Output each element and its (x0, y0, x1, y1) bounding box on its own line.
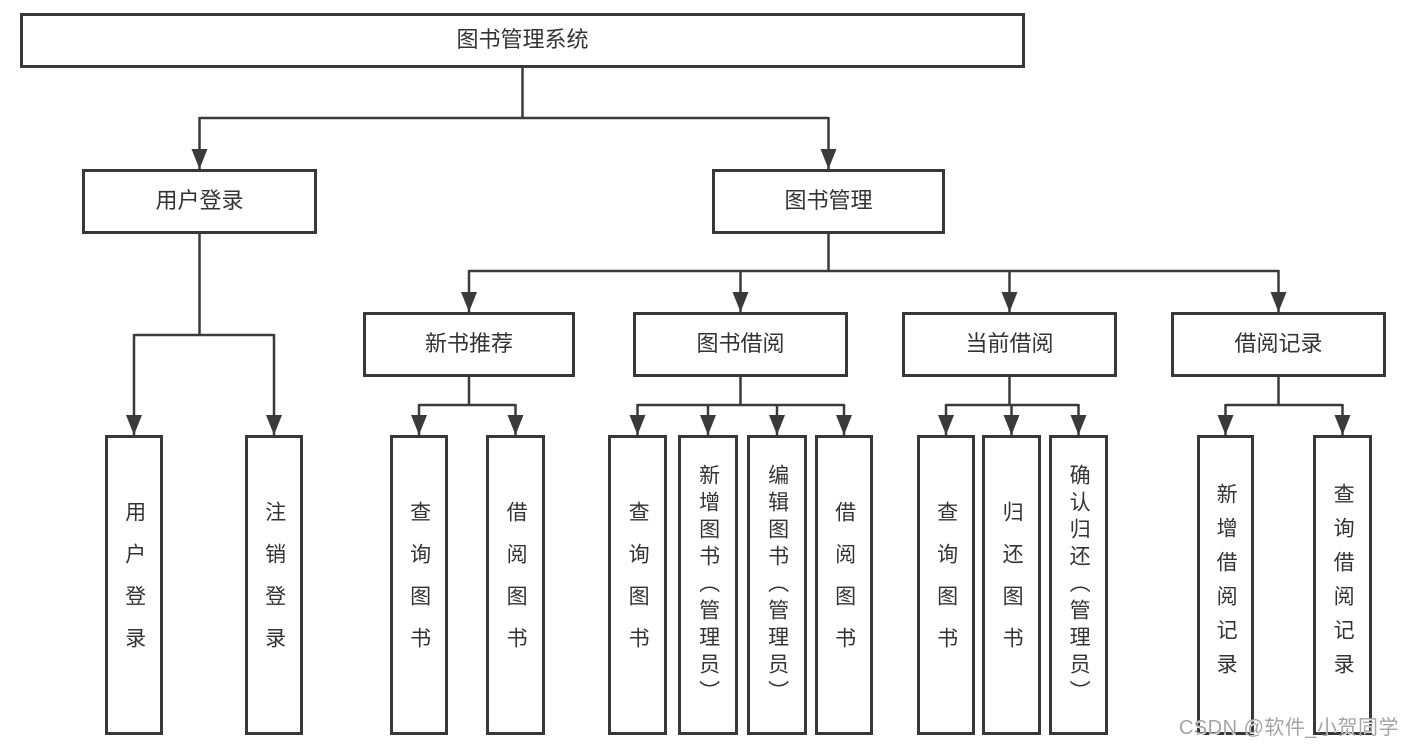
node-leaf-query-borrow-record: 查询借阅记录 (1313, 435, 1372, 735)
node-leaf-logout: 注销登录 (245, 435, 303, 735)
node-leaf-borrow-books: 借阅图书 (815, 435, 873, 735)
csdn-watermark: CSDN @软件_小贺同学 (1178, 717, 1399, 739)
node-book-borrow: 图书借阅 (633, 312, 848, 377)
node-book-management: 图书管理 (712, 169, 945, 234)
node-new-book-recommend: 新书推荐 (363, 312, 575, 377)
node-leaf-add-borrow-record: 新增借阅记录 (1197, 435, 1254, 735)
node-leaf-query-books-current: 查询图书 (917, 435, 975, 735)
node-library-system: 图书管理系统 (20, 13, 1025, 68)
node-current-borrow: 当前借阅 (902, 312, 1117, 377)
node-leaf-query-books-recommend: 查询图书 (390, 435, 448, 735)
node-leaf-add-books-admin: 新增图书（管理员） (678, 435, 738, 735)
node-user-login: 用户登录 (82, 169, 317, 234)
node-leaf-edit-books-admin: 编辑图书（管理员） (747, 435, 807, 735)
node-leaf-query-books-borrow: 查询图书 (608, 435, 667, 735)
node-leaf-user-login: 用户登录 (105, 435, 163, 735)
node-leaf-confirm-return-admin: 确认归还（管理员） (1049, 435, 1108, 735)
node-borrow-records: 借阅记录 (1171, 312, 1386, 377)
node-leaf-borrow-books-recommend: 借阅图书 (486, 435, 545, 735)
node-leaf-return-books: 归还图书 (982, 435, 1041, 735)
